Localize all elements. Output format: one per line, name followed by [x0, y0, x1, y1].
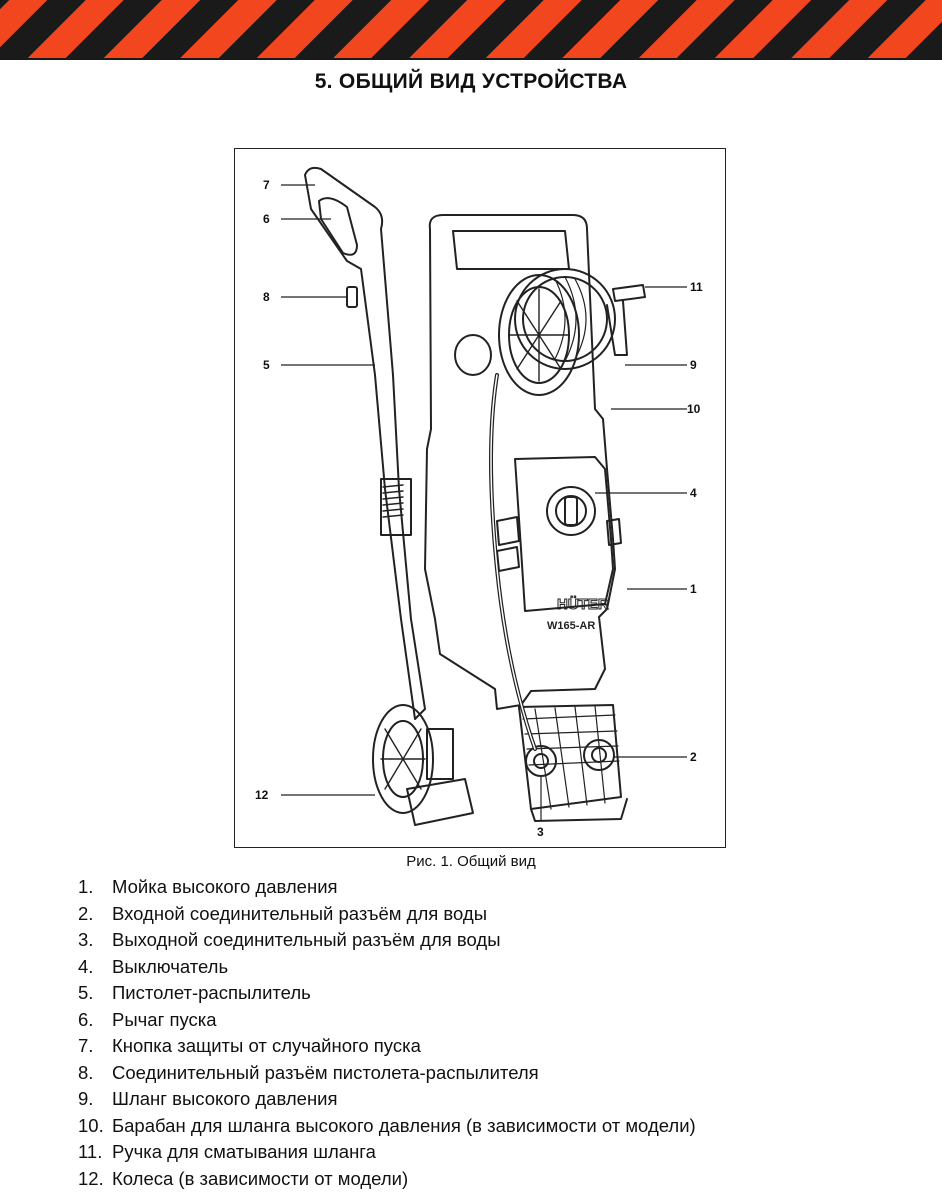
housing-panel: [514, 456, 614, 612]
list-item-number: 2.: [78, 902, 94, 924]
callout-11: 11: [690, 280, 703, 294]
callout-6: 6: [263, 212, 270, 226]
wheel: [372, 704, 434, 814]
list-item: 2. Входной соединительный разъём для воды: [78, 901, 928, 928]
hazard-stripe-band: [0, 0, 942, 60]
gun-holder: [380, 478, 412, 536]
callout-8: 8: [263, 290, 270, 304]
stripe-band-edge: [0, 58, 942, 60]
callout-12: 12: [255, 788, 269, 802]
list-item: 1. Мойка высокого давления: [78, 874, 928, 901]
list-item: 9. Шланг высокого давления: [78, 1086, 928, 1113]
grille-lines: [522, 714, 620, 766]
callout-5: 5: [263, 358, 270, 372]
spray-gun-outline: [304, 166, 426, 720]
list-item-number: 12.: [78, 1167, 104, 1189]
list-item-text: Колеса (в зависимости от модели): [112, 1167, 409, 1189]
leader-lines: [281, 184, 687, 821]
callout-9: 9: [690, 358, 697, 372]
side-vent-right: [606, 518, 622, 546]
list-item-text: Входной соединительный разъём для воды: [112, 902, 487, 924]
hose-reel-drum: [514, 268, 616, 370]
washer-body-outline: [424, 214, 616, 710]
callout-7: 7: [263, 178, 270, 192]
outlet-connector: [525, 745, 557, 777]
trigger-lever-opening: [318, 197, 358, 256]
grille-base: [518, 704, 622, 810]
list-item-text: Шланг высокого давления: [112, 1088, 338, 1109]
list-item-number: 10.: [78, 1114, 104, 1136]
power-switch-knob: [546, 486, 596, 536]
washer-handle: [452, 230, 570, 270]
list-item-text: Ручка для сматывания шланга: [112, 1141, 376, 1162]
list-item-text: Рычаг пуска: [112, 1008, 217, 1030]
list-item-text: Мойка высокого давления: [112, 876, 338, 897]
inlet-connector: [583, 739, 615, 771]
list-item-text: Пистолет-распылитель: [112, 982, 311, 1003]
list-item-text: Кнопка защиты от случайного пуска: [112, 1035, 421, 1056]
section-title: 5. ОБЩИЙ ВИД УСТРОЙСТВА: [314, 70, 628, 93]
callout-1: 1: [690, 582, 697, 596]
list-item: 6. Рычаг пуска: [78, 1007, 928, 1034]
device-diagram-frame: HÜTER W165-AR 7 6 8 5 11 9 10 4 1 2 3 12: [234, 148, 726, 848]
model-label: W165-AR: [547, 620, 595, 632]
list-item-text: Соединительный разъём пистолета-распылит…: [112, 1061, 539, 1083]
list-item: 5. Пистолет-распылитель: [78, 980, 928, 1007]
list-item-number: 8.: [78, 1061, 94, 1083]
list-item-number: 5.: [78, 982, 94, 1003]
list-item: 8. Соединительный разъём пистолета-распыл…: [78, 1060, 928, 1087]
brand-label: HÜTER: [557, 596, 609, 613]
lance-nozzle: [426, 728, 454, 780]
list-item: 7. Кнопка защиты от случайного пуска: [78, 1033, 928, 1060]
list-item-text: Выходной соединительный разъём для воды: [112, 929, 501, 950]
list-item-number: 3.: [78, 929, 94, 950]
list-item-number: 9.: [78, 1088, 94, 1109]
hose-reel-front: [498, 274, 580, 396]
callout-10: 10: [687, 402, 701, 416]
reel-crank-handle: [612, 284, 646, 302]
callout-4: 4: [690, 486, 697, 500]
side-vents: [496, 516, 520, 572]
list-item: 3. Выходной соединительный разъём для вод…: [78, 927, 928, 954]
list-item: 12. Колеса (в зависимости от модели): [78, 1166, 928, 1193]
list-item-number: 4.: [78, 955, 94, 977]
list-item-text: Барабан для шланга высокого давления (в …: [112, 1114, 696, 1136]
list-item-text: Выключатель: [112, 955, 229, 977]
list-item: 10. Барабан для шланга высокого давления …: [78, 1113, 928, 1140]
list-item-number: 1.: [78, 876, 94, 897]
list-item: 11. Ручка для сматывания шланга: [78, 1139, 928, 1166]
hose-guide-knob: [454, 334, 492, 376]
pressure-washer-illustration: HÜTER W165-AR 7 6 8 5 11 9 10 4 1 2 3 12: [255, 166, 703, 839]
figure-caption: Рис. 1. Общий вид: [406, 853, 536, 870]
parts-list: 1. Мойка высокого давления 2. Входной соед…: [78, 874, 928, 1192]
gun-connector-body: [346, 286, 358, 308]
high-pressure-hose: [489, 373, 537, 751]
lance-holder-tray: [406, 778, 474, 826]
list-item: 4. Выключатель: [78, 954, 928, 981]
callout-3: 3: [537, 825, 544, 839]
list-item-number: 11.: [78, 1141, 103, 1162]
list-item-number: 7.: [78, 1035, 94, 1056]
list-item-number: 6.: [78, 1008, 94, 1030]
callout-2: 2: [690, 750, 697, 764]
base-foot: [530, 798, 628, 822]
